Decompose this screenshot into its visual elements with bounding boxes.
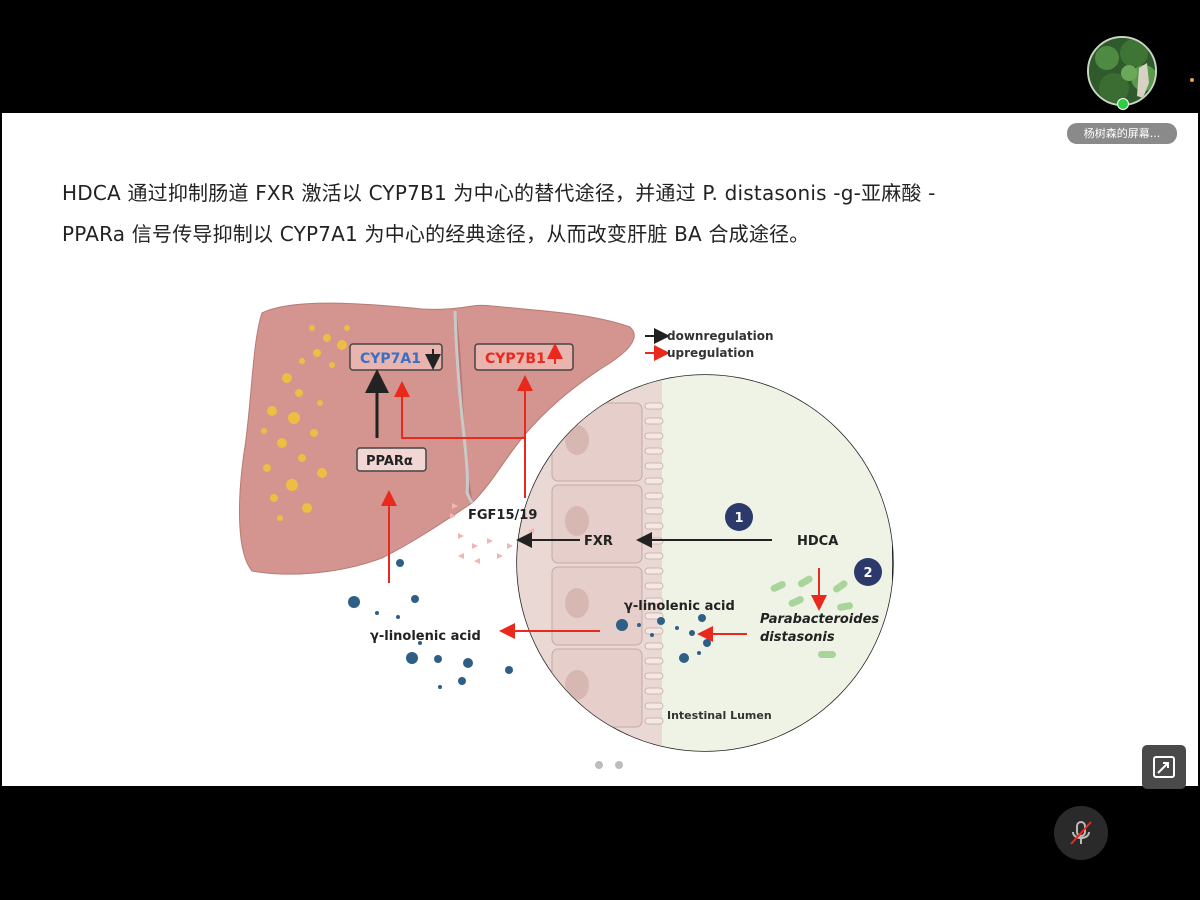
- legend: downregulation upregulation: [645, 328, 774, 361]
- step-1-label: 1: [734, 511, 743, 526]
- page-dot-2[interactable]: [615, 761, 623, 769]
- caption-line-2: PPARa 信号传导抑制以 CYP7A1 为中心的经典途径，从而改变肝脏 BA …: [62, 222, 810, 246]
- slide-pagination: [595, 761, 623, 769]
- online-status-dot: [1117, 98, 1129, 110]
- intestinal-lumen-label: Intestinal Lumen: [667, 709, 772, 722]
- shared-slide: HDCA 通过抑制肠道 FXR 激活以 CYP7B1 为中心的替代途径，并通过 …: [2, 113, 1198, 786]
- bacteria-label-2: distasonis: [760, 630, 835, 645]
- bacteria-label-1: Parabacteroides: [760, 612, 879, 627]
- presenter-avatar[interactable]: [1087, 36, 1157, 106]
- gla-blood-label: γ-linolenic acid: [370, 629, 481, 644]
- bacteria-cluster: [770, 575, 854, 658]
- legend-down-label: downregulation: [667, 329, 774, 343]
- cyp7b1-box: CYP7B1: [474, 343, 574, 371]
- fxr-label: FXR: [584, 534, 613, 549]
- indicator-dot: [1190, 78, 1194, 82]
- cyp7a1-label: CYP7A1: [360, 351, 421, 367]
- gla-blood-molecules: [348, 559, 513, 689]
- hdca-label: HDCA: [797, 534, 838, 549]
- slide-caption: HDCA 通过抑制肠道 FXR 激活以 CYP7B1 为中心的替代途径，并通过 …: [62, 173, 1142, 255]
- gla-lumen-label: γ-linolenic acid: [624, 599, 735, 614]
- gla-lumen-molecules: [616, 614, 711, 663]
- ppara-label: PPARα: [366, 454, 413, 469]
- mic-toggle-button[interactable]: [1054, 806, 1108, 860]
- fgf-label: FGF15/19: [468, 508, 537, 523]
- mic-muted-icon: [1070, 821, 1092, 845]
- avatar-photo: [1089, 38, 1155, 104]
- step-2-label: 2: [863, 566, 872, 581]
- pathway-figure: downregulation upregulation CYP7A1 CYP7B…: [238, 302, 894, 752]
- page-dot-1[interactable]: [595, 761, 603, 769]
- legend-up-label: upregulation: [667, 346, 754, 360]
- intestine-zoom: [516, 374, 894, 752]
- expand-icon: [1153, 756, 1175, 778]
- fgf-to-cyp7a1-arrow: [394, 381, 525, 439]
- cyp7b1-label: CYP7B1: [485, 351, 546, 367]
- ppara-box: PPARα: [356, 447, 427, 472]
- caption-line-1: HDCA 通过抑制肠道 FXR 激活以 CYP7B1 为中心的替代途径，并通过 …: [62, 181, 936, 205]
- presenter-name-label: 杨树森的屏幕...: [1067, 123, 1177, 144]
- expand-button[interactable]: [1142, 745, 1186, 789]
- step-badge-2: 2: [854, 558, 882, 586]
- cyp7a1-box: CYP7A1: [349, 343, 443, 371]
- fgf-particles: [450, 503, 534, 564]
- step-badge-1: 1: [725, 503, 753, 531]
- fat-droplets: [261, 325, 350, 521]
